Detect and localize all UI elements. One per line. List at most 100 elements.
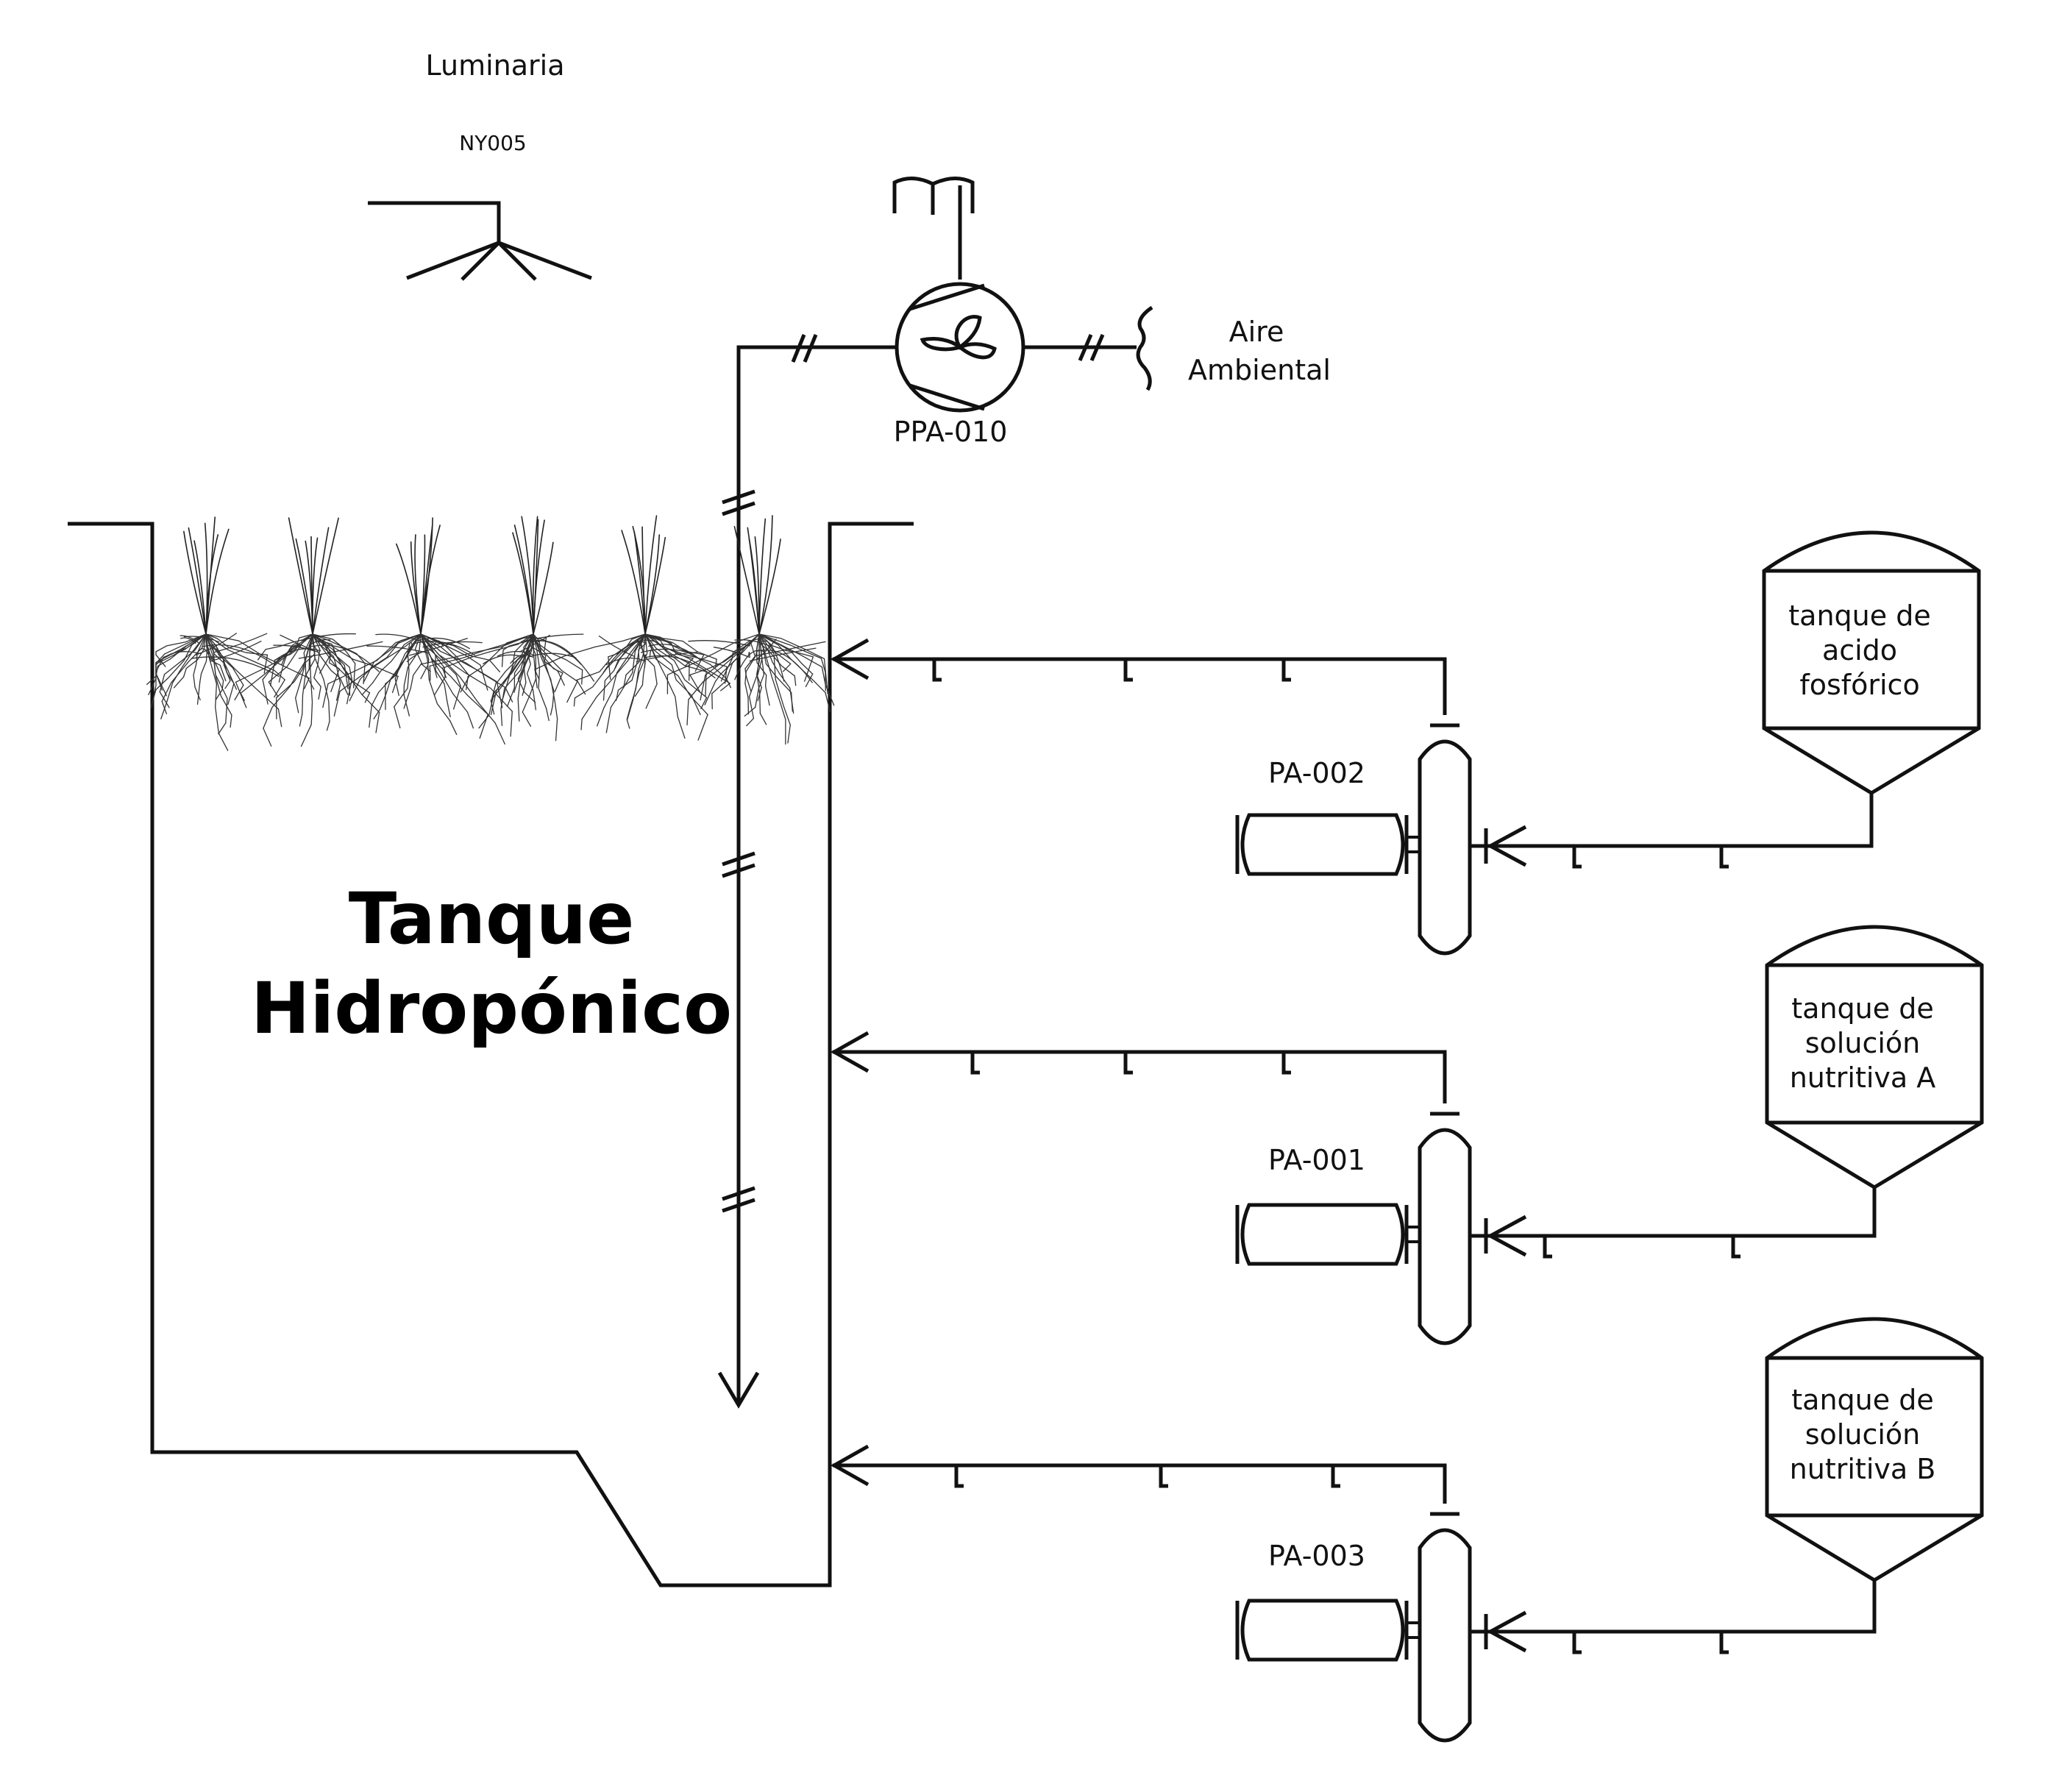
root-strand — [199, 633, 207, 683]
root-strand — [155, 633, 207, 679]
discharge-arrow — [830, 638, 870, 680]
suction-arrow — [1486, 825, 1527, 867]
root-branch — [433, 676, 446, 696]
discharge-line — [833, 1050, 1447, 1103]
air-line-arrow — [717, 1371, 760, 1409]
root-branch — [335, 683, 341, 701]
train-pa-003 — [830, 1317, 1984, 1743]
root-strand — [644, 633, 708, 698]
plant-leaf — [733, 525, 760, 635]
supply-tank-text: tanque de — [1791, 992, 1933, 1025]
root-branch — [522, 682, 527, 696]
line-tick — [1159, 1465, 1168, 1488]
root-branch — [623, 674, 627, 688]
plant-roots — [534, 633, 731, 741]
root-branch — [146, 675, 157, 686]
root-fiber — [202, 644, 273, 664]
plant — [288, 517, 339, 635]
root-branch — [196, 681, 201, 705]
suction-line — [1471, 793, 1874, 848]
plant-leaf — [758, 518, 767, 635]
root-branch — [318, 686, 321, 700]
root-branch — [744, 706, 756, 717]
root-branch — [534, 669, 540, 680]
root-branch — [506, 687, 515, 707]
root-branch — [148, 678, 157, 696]
root-fiber — [520, 633, 584, 642]
root-branch — [700, 697, 708, 710]
root-strand — [644, 633, 717, 660]
root-branch — [299, 714, 303, 727]
suction-line — [1471, 1187, 1877, 1238]
root-strand — [644, 633, 728, 667]
line-tick — [1123, 659, 1133, 682]
root-fiber — [544, 636, 547, 652]
root-branch — [626, 719, 630, 729]
root-strand — [644, 633, 707, 672]
air-line — [717, 334, 897, 1409]
tank-outline — [68, 522, 914, 1587]
root-branch — [550, 705, 553, 716]
root-branch — [677, 716, 686, 739]
root-strand — [403, 633, 422, 696]
supply-tank-text: nutritiva B — [1790, 1453, 1936, 1485]
root-branch — [546, 708, 550, 722]
root-branch — [725, 678, 731, 689]
root-strand — [312, 633, 345, 666]
root-strand — [420, 633, 506, 689]
root-branch — [257, 649, 266, 661]
root-branch — [787, 724, 791, 744]
root-fiber — [298, 641, 383, 659]
hydroponic-tank: Tanque Hidropónico — [68, 522, 914, 1587]
root-fiber — [273, 644, 319, 653]
root-branch — [510, 711, 513, 737]
root-branch — [234, 684, 244, 701]
root-fiber — [179, 635, 199, 644]
supply-tank-text: nutritiva A — [1790, 1062, 1936, 1094]
root-branch — [554, 672, 563, 692]
signal-hash — [791, 334, 806, 363]
root-strand — [205, 633, 244, 686]
root-fiber — [509, 637, 547, 644]
root-strand — [312, 633, 371, 694]
blower-vent-left — [892, 177, 934, 213]
discharge-line — [833, 657, 1447, 715]
root-branch — [391, 675, 399, 694]
root-strand — [193, 633, 207, 688]
root-branch — [700, 675, 706, 701]
root-fiber — [418, 637, 470, 650]
ambient-air-line2: Ambiental — [1188, 354, 1331, 386]
root-strand — [755, 633, 762, 689]
root-strand — [312, 633, 399, 678]
fan-icon — [920, 315, 997, 360]
root-branch — [522, 711, 532, 727]
root-fiber — [528, 653, 577, 658]
supply-tank-label-nutrient-b: tanque de solución nutritiva B — [1790, 1384, 1936, 1485]
root-fiber — [688, 640, 751, 647]
pump-motor — [1240, 1599, 1405, 1662]
root-strand — [327, 633, 422, 685]
root-fiber — [210, 641, 262, 662]
signal-hash — [722, 863, 755, 878]
root-strand — [312, 633, 356, 664]
pump-motor — [1240, 813, 1405, 876]
root-branch — [602, 680, 606, 701]
root-branch — [686, 699, 689, 726]
line-tick — [954, 1465, 964, 1488]
root-fiber — [761, 640, 785, 682]
root-branch — [364, 692, 371, 703]
root-branch — [262, 679, 269, 705]
root-strand — [758, 633, 826, 686]
root-branch — [230, 714, 232, 728]
root-branch — [794, 675, 797, 686]
line-tick — [1281, 659, 1291, 682]
root-fiber — [413, 641, 475, 655]
signal-hash — [803, 334, 818, 363]
plant-leaf — [312, 517, 339, 635]
root-branch — [697, 714, 708, 741]
root-branch — [151, 689, 157, 705]
root-branch — [497, 681, 503, 708]
root-branch — [505, 686, 513, 703]
root-strand — [644, 633, 692, 696]
suction-line — [1471, 1580, 1877, 1634]
